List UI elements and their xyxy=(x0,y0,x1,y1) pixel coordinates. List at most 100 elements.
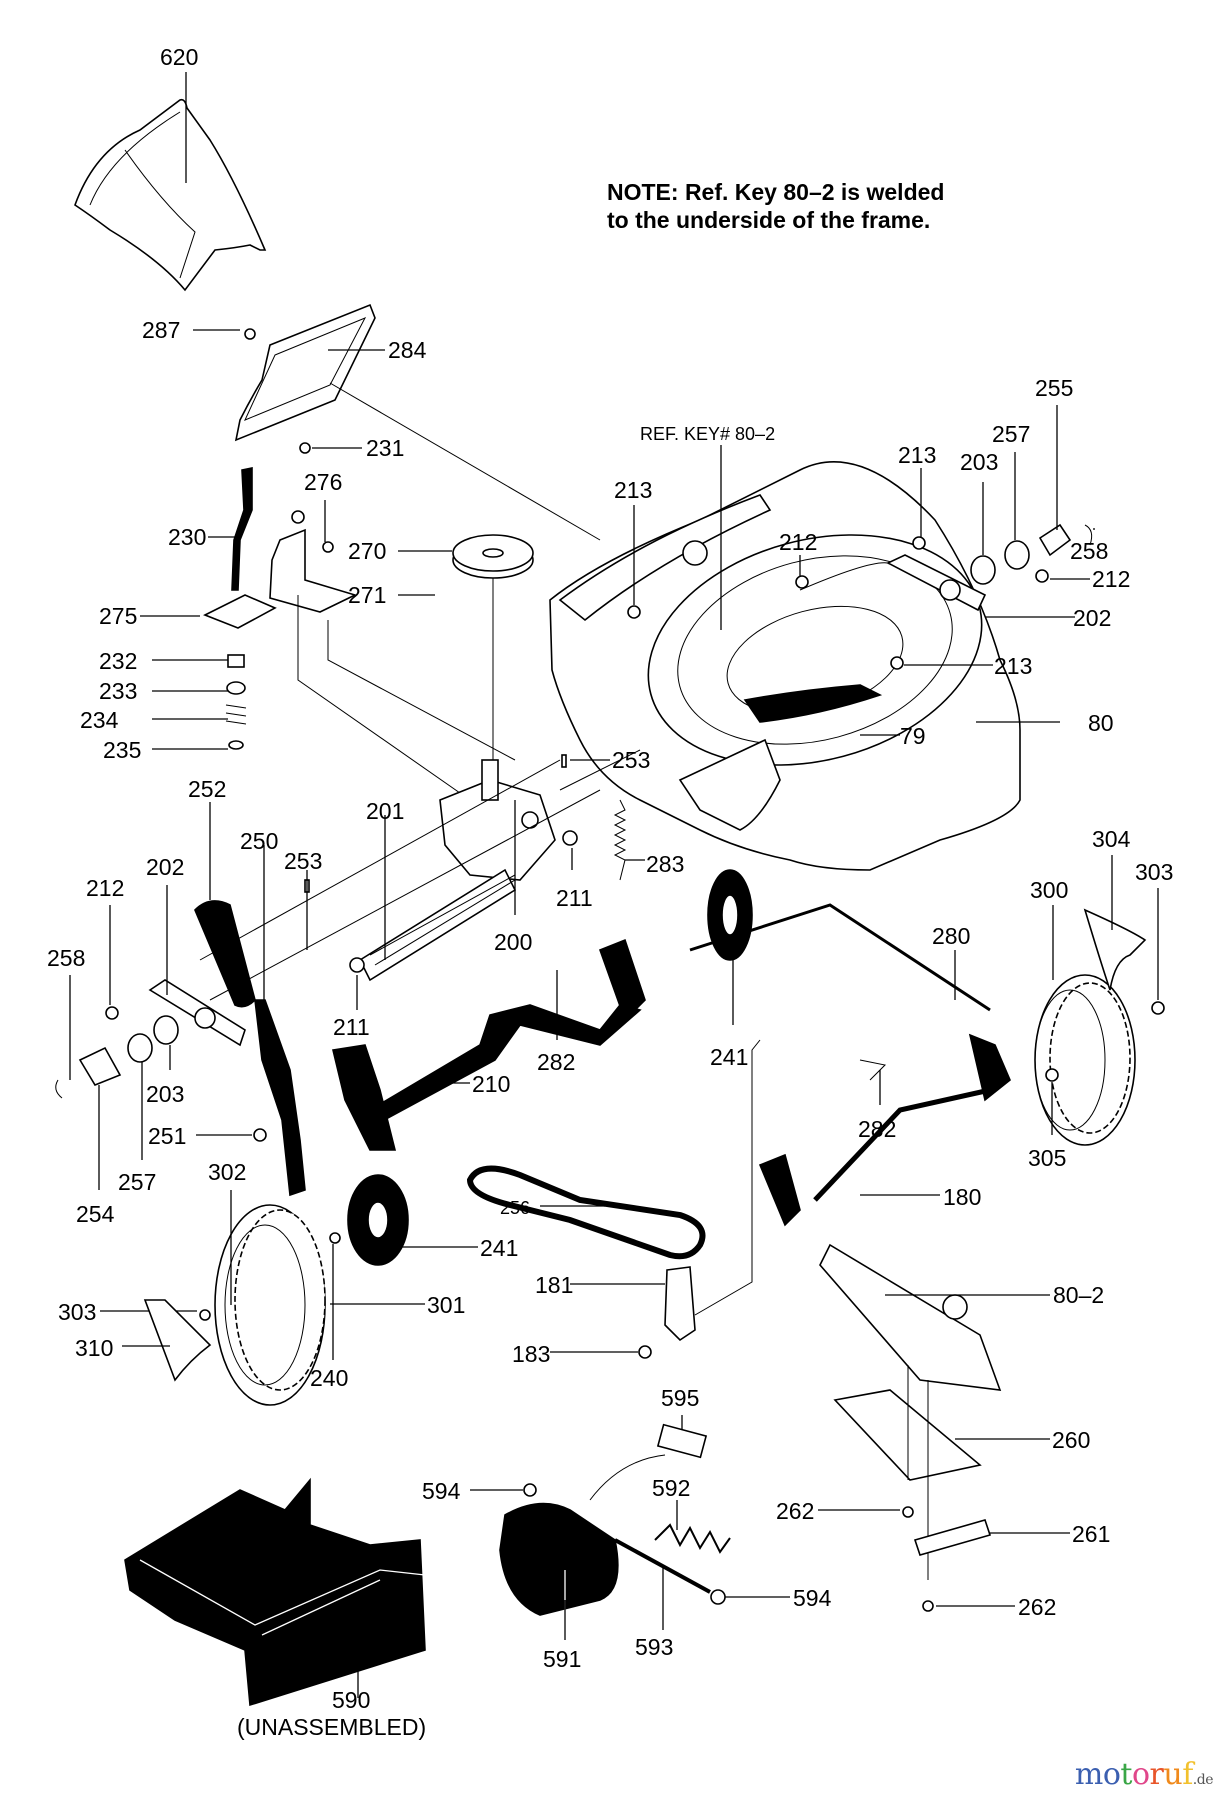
part-255-gear xyxy=(1038,523,1072,557)
part-300-wheel xyxy=(1034,974,1136,1146)
label-305: 305 xyxy=(1028,1145,1066,1171)
label-211: 211 xyxy=(556,885,593,911)
label-260: 260 xyxy=(1052,1427,1090,1453)
part-254-gear xyxy=(78,1046,122,1086)
part-305-washer xyxy=(1045,1068,1059,1082)
part-283-spring xyxy=(613,799,627,881)
label-213: 213 xyxy=(614,477,652,503)
part-labels: 620 287 284 231 276 230 270 271 275 232 … xyxy=(47,44,1173,1740)
label-212: 212 xyxy=(86,875,124,901)
label-287: 287 xyxy=(142,317,180,343)
watermark-letter: f xyxy=(1182,1757,1193,1792)
part-620-catcher-top xyxy=(74,98,267,292)
label-270: 270 xyxy=(348,538,386,564)
label-257: 257 xyxy=(118,1169,156,1195)
part-250-lever xyxy=(254,999,306,1197)
label-201: 201 xyxy=(366,798,404,824)
label-262: 262 xyxy=(1018,1594,1056,1620)
label-231: 231 xyxy=(366,435,404,461)
label-241: 241 xyxy=(710,1044,748,1070)
label-261: 261 xyxy=(1072,1521,1110,1547)
label-235: 235 xyxy=(103,737,141,763)
label-590-unassembled: (UNASSEMBLED) xyxy=(237,1714,426,1740)
part-282-pin xyxy=(859,1059,887,1081)
label-203: 203 xyxy=(960,449,998,475)
part-232-235-stack xyxy=(225,654,247,750)
watermark-motoruf: motoruf.de xyxy=(1075,1757,1214,1792)
label-282: 282 xyxy=(537,1049,575,1075)
label-590: 590 xyxy=(332,1687,370,1713)
part-280-cable xyxy=(689,903,991,1012)
label-258: 258 xyxy=(1070,538,1108,564)
part-282-bracket xyxy=(598,938,646,1022)
label-276: 276 xyxy=(304,469,342,495)
part-592-spring xyxy=(654,1523,731,1554)
part-258-clip xyxy=(1084,524,1093,546)
label-200: 200 xyxy=(494,929,532,955)
part-256-belt xyxy=(466,1165,706,1260)
watermark-letter: m xyxy=(1074,1757,1103,1792)
label-80-2: 80–2 xyxy=(1053,1282,1104,1308)
label-300: 300 xyxy=(1030,877,1068,903)
ref-key-label: REF. KEY# 80–2 xyxy=(640,424,775,444)
note-line-1: NOTE: Ref. Key 80–2 is welded xyxy=(607,179,944,205)
label-251: 251 xyxy=(148,1123,186,1149)
part-80-deck xyxy=(549,461,1021,871)
part-79-blade xyxy=(743,684,883,723)
watermark-letters: motoruf xyxy=(1075,1757,1193,1792)
label-211: 211 xyxy=(333,1014,370,1040)
label-234: 234 xyxy=(80,707,119,733)
watermark-letter: o xyxy=(1102,1757,1121,1792)
part-590-bag xyxy=(124,1477,426,1707)
note-line-2: to the underside of the frame. xyxy=(607,207,930,233)
label-595: 595 xyxy=(661,1385,699,1411)
part-241-gear-disc xyxy=(347,1174,409,1266)
part-80-2-frame xyxy=(819,1243,1002,1391)
label-303: 303 xyxy=(58,1299,96,1325)
label-303: 303 xyxy=(1135,859,1173,885)
label-284: 284 xyxy=(388,337,427,363)
part-202-bracket-left xyxy=(148,979,246,1047)
watermark-suffix: .de xyxy=(1192,1772,1214,1788)
label-230: 230 xyxy=(168,524,206,550)
label-262: 262 xyxy=(776,1498,814,1524)
label-257: 257 xyxy=(992,421,1030,447)
part-213-nut xyxy=(627,605,641,619)
label-593: 593 xyxy=(635,1634,673,1660)
part-595-bumper xyxy=(656,1423,708,1459)
label-202: 202 xyxy=(146,854,184,880)
label-232: 232 xyxy=(99,648,137,674)
label-592: 592 xyxy=(652,1475,690,1501)
label-250: 250 xyxy=(240,828,278,854)
watermark-letter: u xyxy=(1163,1757,1183,1792)
part-258-clip xyxy=(55,1079,63,1099)
label-271: 271 xyxy=(348,582,386,608)
part-180-axle xyxy=(758,1033,1011,1227)
label-620: 620 xyxy=(160,44,198,70)
label-256: 256 xyxy=(500,1198,530,1218)
part-270-pulley xyxy=(452,534,534,579)
part-287-screw xyxy=(244,328,256,340)
part-301-wheel xyxy=(214,1204,326,1406)
label-283: 283 xyxy=(646,851,684,877)
part-212-screw xyxy=(795,575,809,589)
label-233: 233 xyxy=(99,678,137,704)
part-304-hubcap xyxy=(1083,908,1147,991)
label-255: 255 xyxy=(1035,375,1073,401)
part-257-washer xyxy=(127,1033,153,1063)
label-280: 280 xyxy=(932,923,970,949)
part-240-bolt xyxy=(329,1232,341,1244)
label-301: 301 xyxy=(427,1292,465,1318)
part-594-nut xyxy=(523,1483,537,1497)
label-213: 213 xyxy=(898,442,936,468)
part-262-screw xyxy=(902,1506,914,1518)
part-284-cover xyxy=(234,303,376,442)
watermark-letter: o xyxy=(1131,1757,1150,1792)
part-303-nut xyxy=(1151,1001,1165,1015)
label-210: 210 xyxy=(472,1071,510,1097)
label-212: 212 xyxy=(779,529,817,555)
part-276-bolt xyxy=(291,510,305,524)
label-594: 594 xyxy=(422,1478,461,1504)
part-310-hubcap xyxy=(143,1299,212,1382)
